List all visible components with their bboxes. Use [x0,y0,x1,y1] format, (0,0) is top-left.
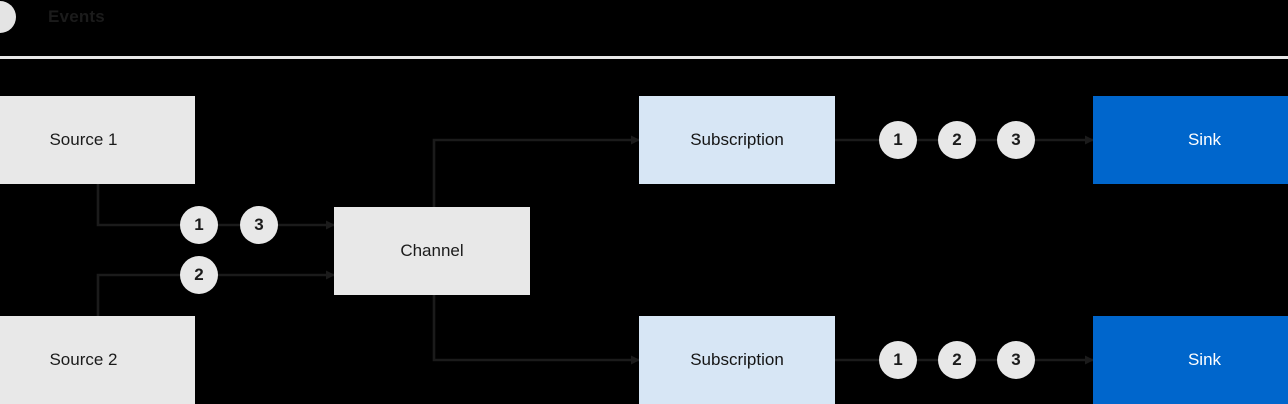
event-token: 3 [997,341,1035,379]
node-subscription-2-label: Subscription [690,350,784,369]
node-sink-2-label: Sink [1187,350,1222,369]
event-token: 3 [240,206,278,244]
event-token: 1 [180,206,218,244]
event-token: 1 [879,341,917,379]
node-subscription-1-label: Subscription [690,130,784,149]
gray-circle-icon [0,1,16,33]
node-source-2-label: Source 2 [49,350,118,369]
node-source-1[interactable]: Source 1 [0,96,195,184]
event-token: 1 [879,121,917,159]
node-channel[interactable]: Channel [334,207,530,295]
event-token: 2 [938,121,976,159]
node-source-2[interactable]: Source 2 [0,316,195,404]
node-sink-2[interactable]: Sink [1093,316,1288,404]
node-subscription-2[interactable]: Subscription [639,316,835,404]
node-source-1-label: Source 1 [49,130,118,149]
header-divider [0,56,1288,59]
node-channel-label: Channel [400,241,464,260]
event-token: 3 [997,121,1035,159]
event-token: 2 [180,256,218,294]
node-sink-1[interactable]: Sink [1093,96,1288,184]
node-subscription-1[interactable]: Subscription [639,96,835,184]
event-token: 2 [938,341,976,379]
node-sink-1-label: Sink [1187,130,1222,149]
events-legend-label: Events [48,7,105,26]
events-legend: Events [0,0,105,34]
